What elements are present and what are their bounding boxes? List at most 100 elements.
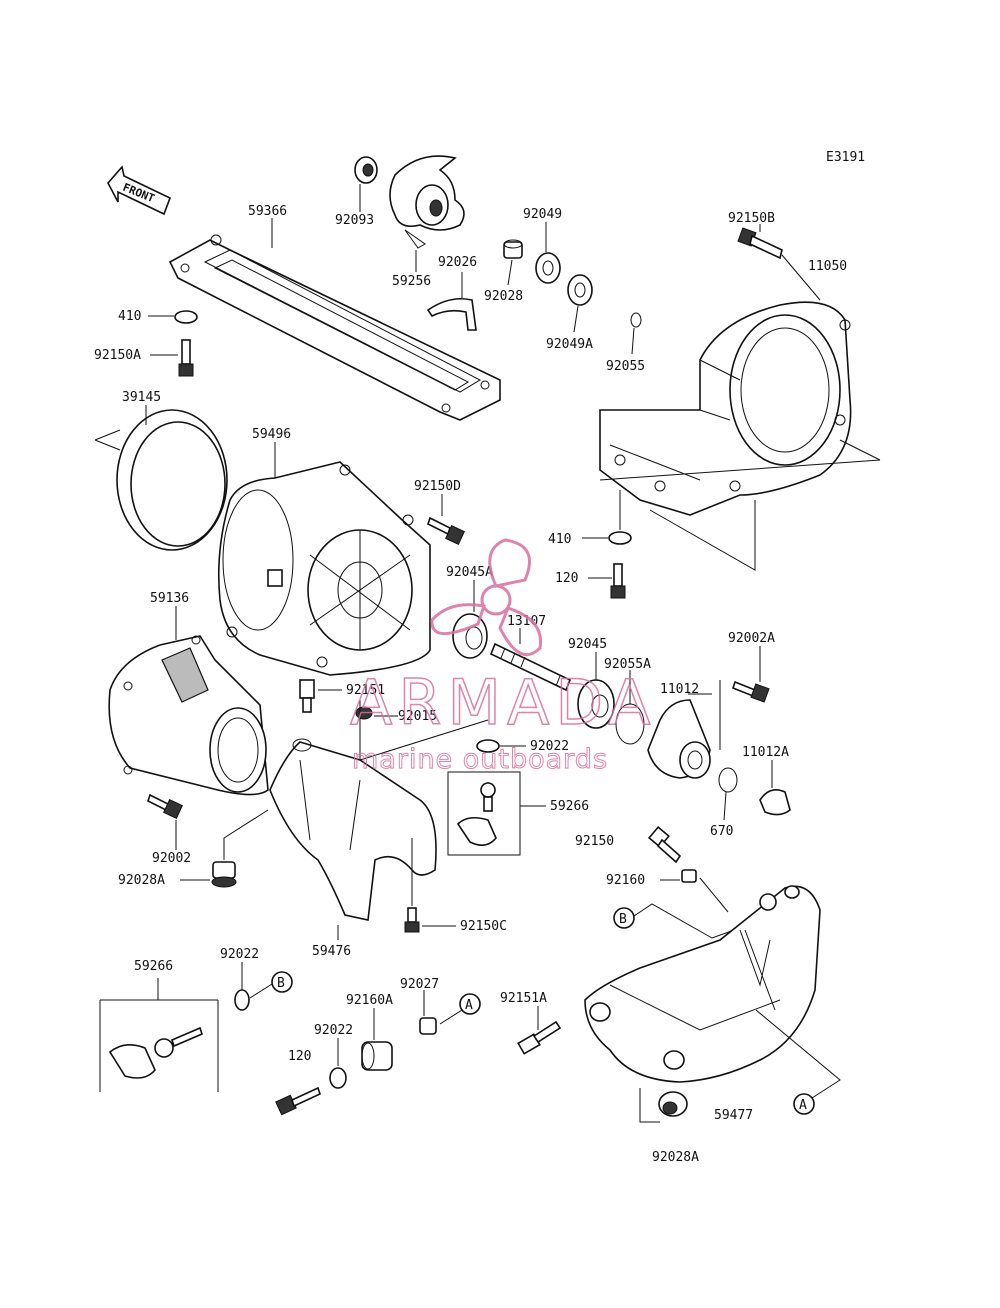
label-92160A: 92160A: [346, 993, 393, 1008]
callout-a-right-letter: A: [799, 1098, 807, 1113]
callout-b-lower-letter: B: [277, 976, 285, 991]
label-59476: 59476: [312, 944, 351, 959]
joint-59266-bottom: [108, 1026, 203, 1079]
propeller-logo-icon: [430, 538, 543, 657]
label-670: 670: [710, 824, 733, 839]
label-92150D: 92150D: [414, 479, 461, 494]
diagram-code: E3191: [826, 150, 865, 165]
label-92028A-left: 92028A: [118, 873, 165, 888]
label-92151A: 92151A: [500, 991, 547, 1006]
label-92049: 92049: [523, 207, 562, 222]
label-92055: 92055: [606, 359, 645, 374]
label-92027: 92027: [400, 977, 439, 992]
pump-case-11050: [599, 301, 852, 516]
bolt-92151A: [517, 1020, 562, 1055]
label-59366: 59366: [248, 204, 287, 219]
label-92028A-bottom: 92028A: [652, 1150, 699, 1165]
label-92150B: 92150B: [728, 211, 775, 226]
label-92093: 92093: [335, 213, 374, 228]
callout-a-lower-letter: A: [465, 998, 473, 1013]
label-92002: 92002: [152, 851, 191, 866]
washer-92049: [535, 252, 561, 284]
washer-410-mid: [608, 531, 632, 545]
bushing-92160: [681, 869, 697, 883]
joint-59266-top: [447, 771, 521, 856]
label-410-top: 410: [118, 309, 141, 324]
washer-92022-bottom: [329, 1067, 347, 1089]
bolt-120-bottom: [275, 1086, 321, 1116]
bushing-92028A-left: [211, 861, 237, 888]
bolt-92002A: [732, 680, 770, 703]
deflector-59477: [584, 885, 821, 1083]
cap-11012: [647, 699, 711, 779]
nut-92093: [354, 156, 378, 184]
watermark-brand: ARMADA: [350, 666, 656, 739]
oring-670: [718, 767, 738, 793]
label-92026: 92026: [438, 255, 477, 270]
front-direction-arrow: FRONT: [107, 165, 172, 216]
bushing-92160A: [361, 1041, 393, 1071]
pump-housing-59496: [217, 461, 431, 676]
pump-cover-plate: [168, 234, 501, 421]
shaft-13107: [489, 642, 572, 692]
callout-a-lower: A: [459, 993, 481, 1015]
label-59266-top: 59266: [550, 799, 589, 814]
label-59496: 59496: [252, 427, 291, 442]
label-92045A: 92045A: [446, 565, 493, 580]
label-92002A: 92002A: [728, 631, 775, 646]
label-92150A: 92150A: [94, 348, 141, 363]
label-92022-mid: 92022: [530, 739, 569, 754]
label-59256: 59256: [392, 274, 431, 289]
callout-b-lower: B: [271, 971, 293, 993]
label-92151: 92151: [346, 683, 385, 698]
label-39145: 39145: [122, 390, 161, 405]
key-92026: [426, 297, 477, 331]
label-11050: 11050: [808, 259, 847, 274]
label-120-mid: 120: [555, 571, 578, 586]
label-92150: 92150: [575, 834, 614, 849]
washer-92049A: [567, 274, 593, 306]
watermark-tagline: marine outboards: [352, 744, 608, 775]
bolt-92150A: [178, 339, 194, 377]
oring-92055: [630, 312, 642, 328]
bolt-92151: [299, 679, 315, 713]
impeller-59256: [389, 155, 465, 249]
callout-a-right: A: [793, 1093, 815, 1115]
label-92049A: 92049A: [546, 337, 593, 352]
washer-410-top: [174, 310, 198, 324]
bushing-92028A-bottom: [658, 1091, 688, 1117]
bushing-92028: [503, 239, 523, 259]
bolt-92150: [648, 826, 682, 864]
nozzle-59136: [108, 635, 269, 796]
bolt-120-mid: [610, 563, 626, 599]
label-92055A: 92055A: [604, 657, 651, 672]
label-92015: 92015: [398, 709, 437, 724]
label-92160: 92160: [606, 873, 645, 888]
label-92022-bottom: 92022: [314, 1023, 353, 1038]
label-59477: 59477: [714, 1108, 753, 1123]
bolt-92150B: [737, 227, 783, 260]
bolt-92150C: [404, 907, 420, 933]
label-120-bottom: 120: [288, 1049, 311, 1064]
label-92028: 92028: [484, 289, 523, 304]
washer-92022-left: [234, 989, 250, 1011]
label-59136: 59136: [150, 591, 189, 606]
label-11012: 11012: [660, 682, 699, 697]
bolt-92002: [147, 793, 183, 819]
callout-b-upper-letter: B: [619, 912, 627, 927]
bushing-92027: [419, 1017, 437, 1035]
cap-11012A: [759, 789, 791, 816]
ring-39145: [116, 409, 228, 551]
bolt-92150D: [427, 516, 465, 545]
callout-b-upper: B: [613, 907, 635, 929]
label-92045: 92045: [568, 637, 607, 652]
bearing-92045A: [452, 613, 488, 659]
label-410-mid: 410: [548, 532, 571, 547]
label-92150C: 92150C: [460, 919, 507, 934]
label-11012A: 11012A: [742, 745, 789, 760]
washer-92022-mid: [476, 739, 500, 753]
label-92022-left: 92022: [220, 947, 259, 962]
label-59266-bottom: 59266: [134, 959, 173, 974]
armada-watermark: ARMADA marine outboards: [349, 538, 656, 776]
